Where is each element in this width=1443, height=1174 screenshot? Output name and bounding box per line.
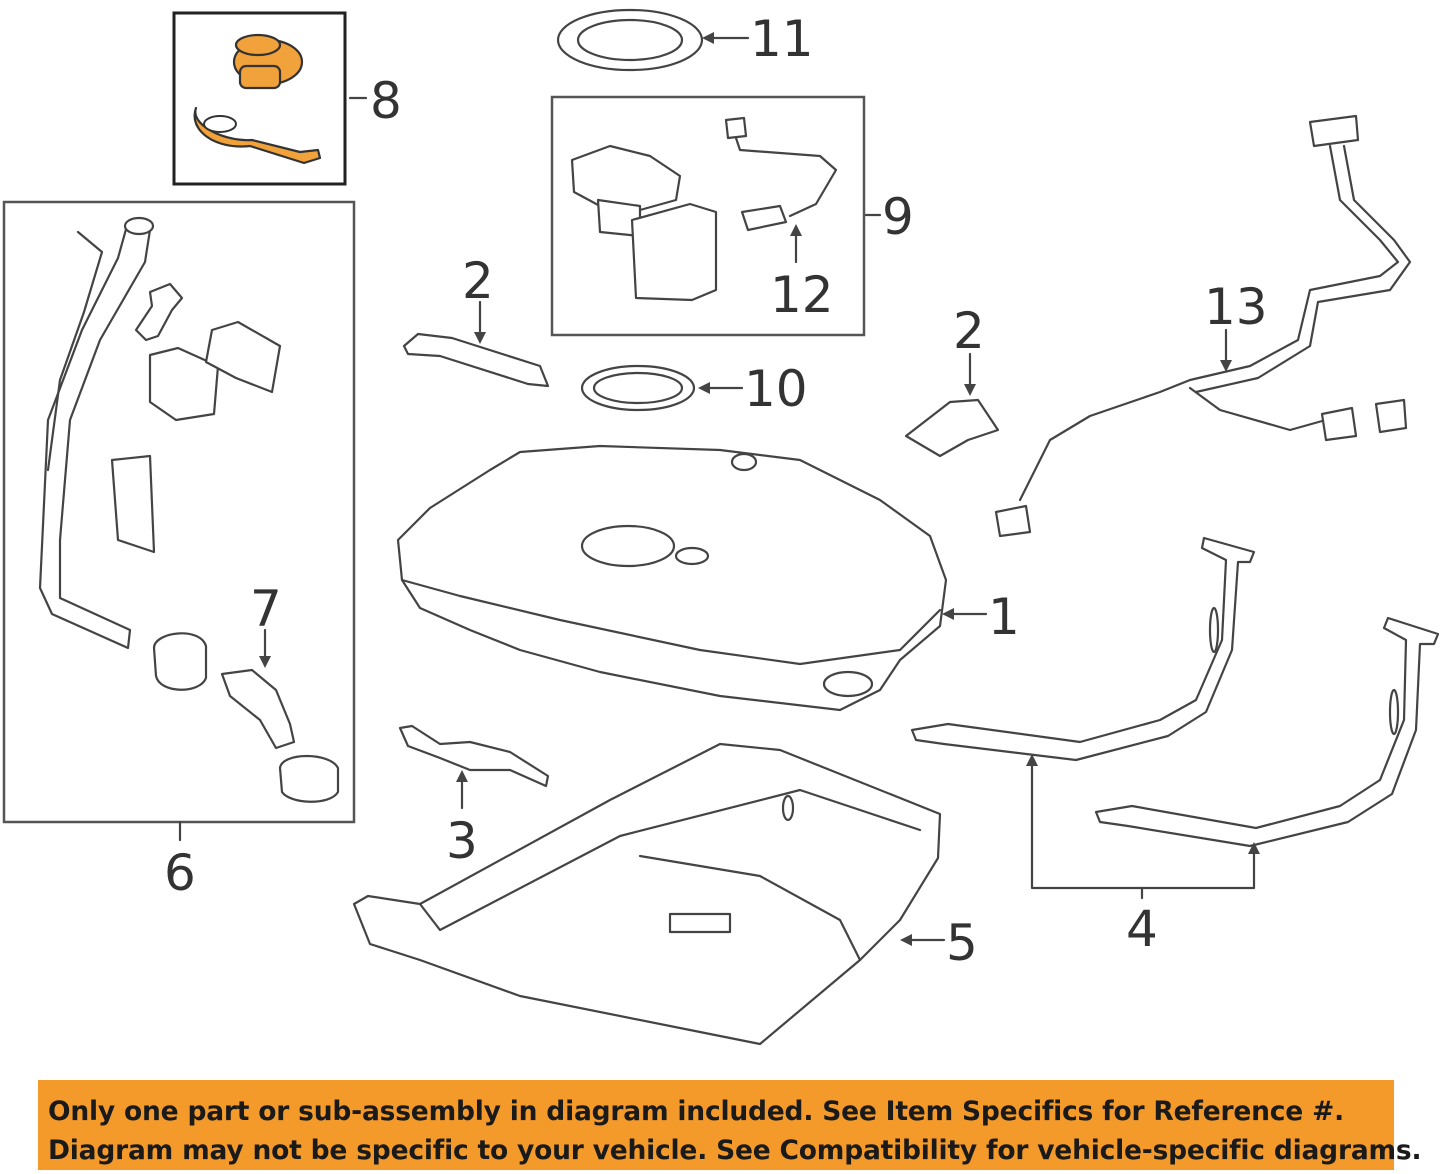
harness-main-wire	[1018, 144, 1400, 502]
fuel-cap-base	[238, 64, 282, 90]
seal-inner	[592, 371, 684, 405]
callout-11: 11	[750, 10, 814, 68]
heat-shield-lower	[148, 346, 220, 422]
disclaimer-line-1: Only one part or sub-assembly in diagram…	[48, 1096, 1344, 1127]
tank-strap-front	[910, 536, 1256, 762]
mounting-bolt	[134, 282, 184, 342]
filler-neck-opening	[123, 216, 155, 236]
tank-bump	[822, 670, 874, 698]
skid-plate-rib-1	[418, 788, 922, 932]
callout-10: 10	[744, 360, 808, 418]
insulator-right	[904, 398, 1000, 458]
filler-pipe-shield	[110, 454, 156, 554]
tank-seam	[400, 578, 942, 666]
callout-1: 1	[988, 588, 1020, 646]
callout-2a: 2	[462, 252, 494, 310]
callout-13: 13	[1204, 278, 1268, 336]
pump-flange	[570, 144, 682, 212]
skid-plate-rib-2	[638, 854, 862, 962]
part-4-tank-straps: 4	[910, 536, 1440, 958]
harness-main-wire-2	[1194, 144, 1412, 394]
harness-connector-right-a	[1320, 406, 1358, 442]
part-5-tank-shield: 5	[352, 742, 978, 1046]
shield	[398, 724, 550, 788]
part-9-fuel-pump-module: 9 12	[550, 95, 914, 337]
hose-clamp-lower	[278, 754, 340, 803]
callout-6: 6	[164, 844, 196, 902]
callout-2b: 2	[953, 302, 985, 360]
skid-plate-slot	[668, 912, 732, 934]
part-13-wiring-harness: 13	[994, 114, 1412, 538]
skid-plate-hole	[781, 794, 795, 822]
heat-shield-upper	[204, 320, 282, 394]
sender-connector	[724, 116, 748, 140]
callout-5: 5	[946, 914, 978, 972]
callout-4: 4	[1126, 900, 1158, 958]
part-8-box	[172, 11, 347, 186]
tank-port	[674, 546, 710, 566]
part-10-seal: 10	[580, 360, 808, 418]
callout-8: 8	[370, 72, 402, 130]
tank-strap-rear	[1094, 616, 1440, 848]
harness-connector-right-b	[1374, 398, 1408, 434]
part-2-insulator-right: 2	[904, 302, 1000, 458]
strap-slot-front	[1208, 606, 1220, 654]
fuel-cap-top	[234, 33, 282, 57]
tank-pump-opening	[580, 524, 676, 568]
filler-hose-part-7	[220, 668, 296, 750]
disclaimer-line-2: Diagram may not be specific to your vehi…	[48, 1135, 1422, 1166]
harness-connector-left	[994, 504, 1032, 538]
tank-vent	[730, 452, 758, 472]
part-3-shield: 3	[398, 724, 550, 870]
disclaimer-banner: Only one part or sub-assembly in diagram…	[38, 1080, 1422, 1170]
part-2-insulator-left: 2	[402, 252, 550, 388]
filler-pipe	[38, 220, 152, 650]
callout-3: 3	[446, 812, 478, 870]
skid-plate	[352, 742, 942, 1046]
harness-connector-top	[1308, 114, 1360, 148]
fuel-system-parts-diagram: 8 6 7 11 9	[2, 8, 1440, 1046]
insulator-left	[402, 332, 550, 388]
callout-7: 7	[250, 580, 282, 638]
pump-reservoir	[630, 202, 718, 302]
tether-ring-hole	[203, 115, 237, 133]
lock-ring-inner	[576, 18, 684, 62]
fuel-tank-body	[396, 444, 948, 712]
part-6-filler-pipe-assembly: 6 7	[2, 200, 356, 902]
sender-wire	[734, 136, 838, 218]
part-9-box	[550, 95, 866, 337]
part-1-fuel-tank: 1	[396, 444, 1020, 712]
callout-9: 9	[882, 188, 914, 246]
hose-clamp-upper	[152, 632, 208, 691]
part-8-fuel-cap-assembly: 8	[172, 11, 402, 186]
harness-branch	[1188, 386, 1342, 432]
fuel-level-sender	[740, 204, 788, 232]
strap-slot-rear	[1388, 688, 1400, 736]
part-11-lock-ring: 11	[556, 8, 814, 72]
callout-12: 12	[770, 266, 834, 324]
vent-line	[46, 230, 104, 472]
